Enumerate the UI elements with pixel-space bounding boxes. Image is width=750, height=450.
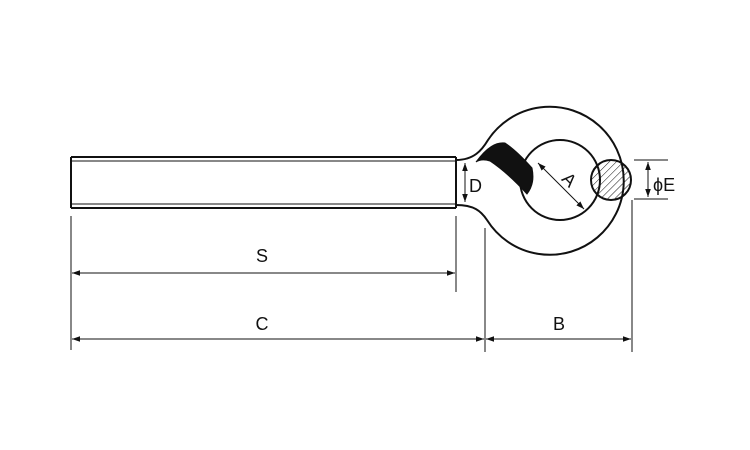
dim-d-label: D	[469, 176, 482, 196]
shank	[70, 156, 457, 209]
dim-s-label: S	[256, 246, 268, 266]
dim-a-label: A	[558, 168, 581, 191]
wire-cross-section	[590, 159, 632, 201]
dim-a-line	[537, 162, 585, 210]
dim-b-label: B	[553, 314, 565, 334]
dim-e-label: ϕE	[653, 175, 675, 195]
dim-c-label: C	[256, 314, 269, 334]
weld-section	[475, 142, 534, 195]
